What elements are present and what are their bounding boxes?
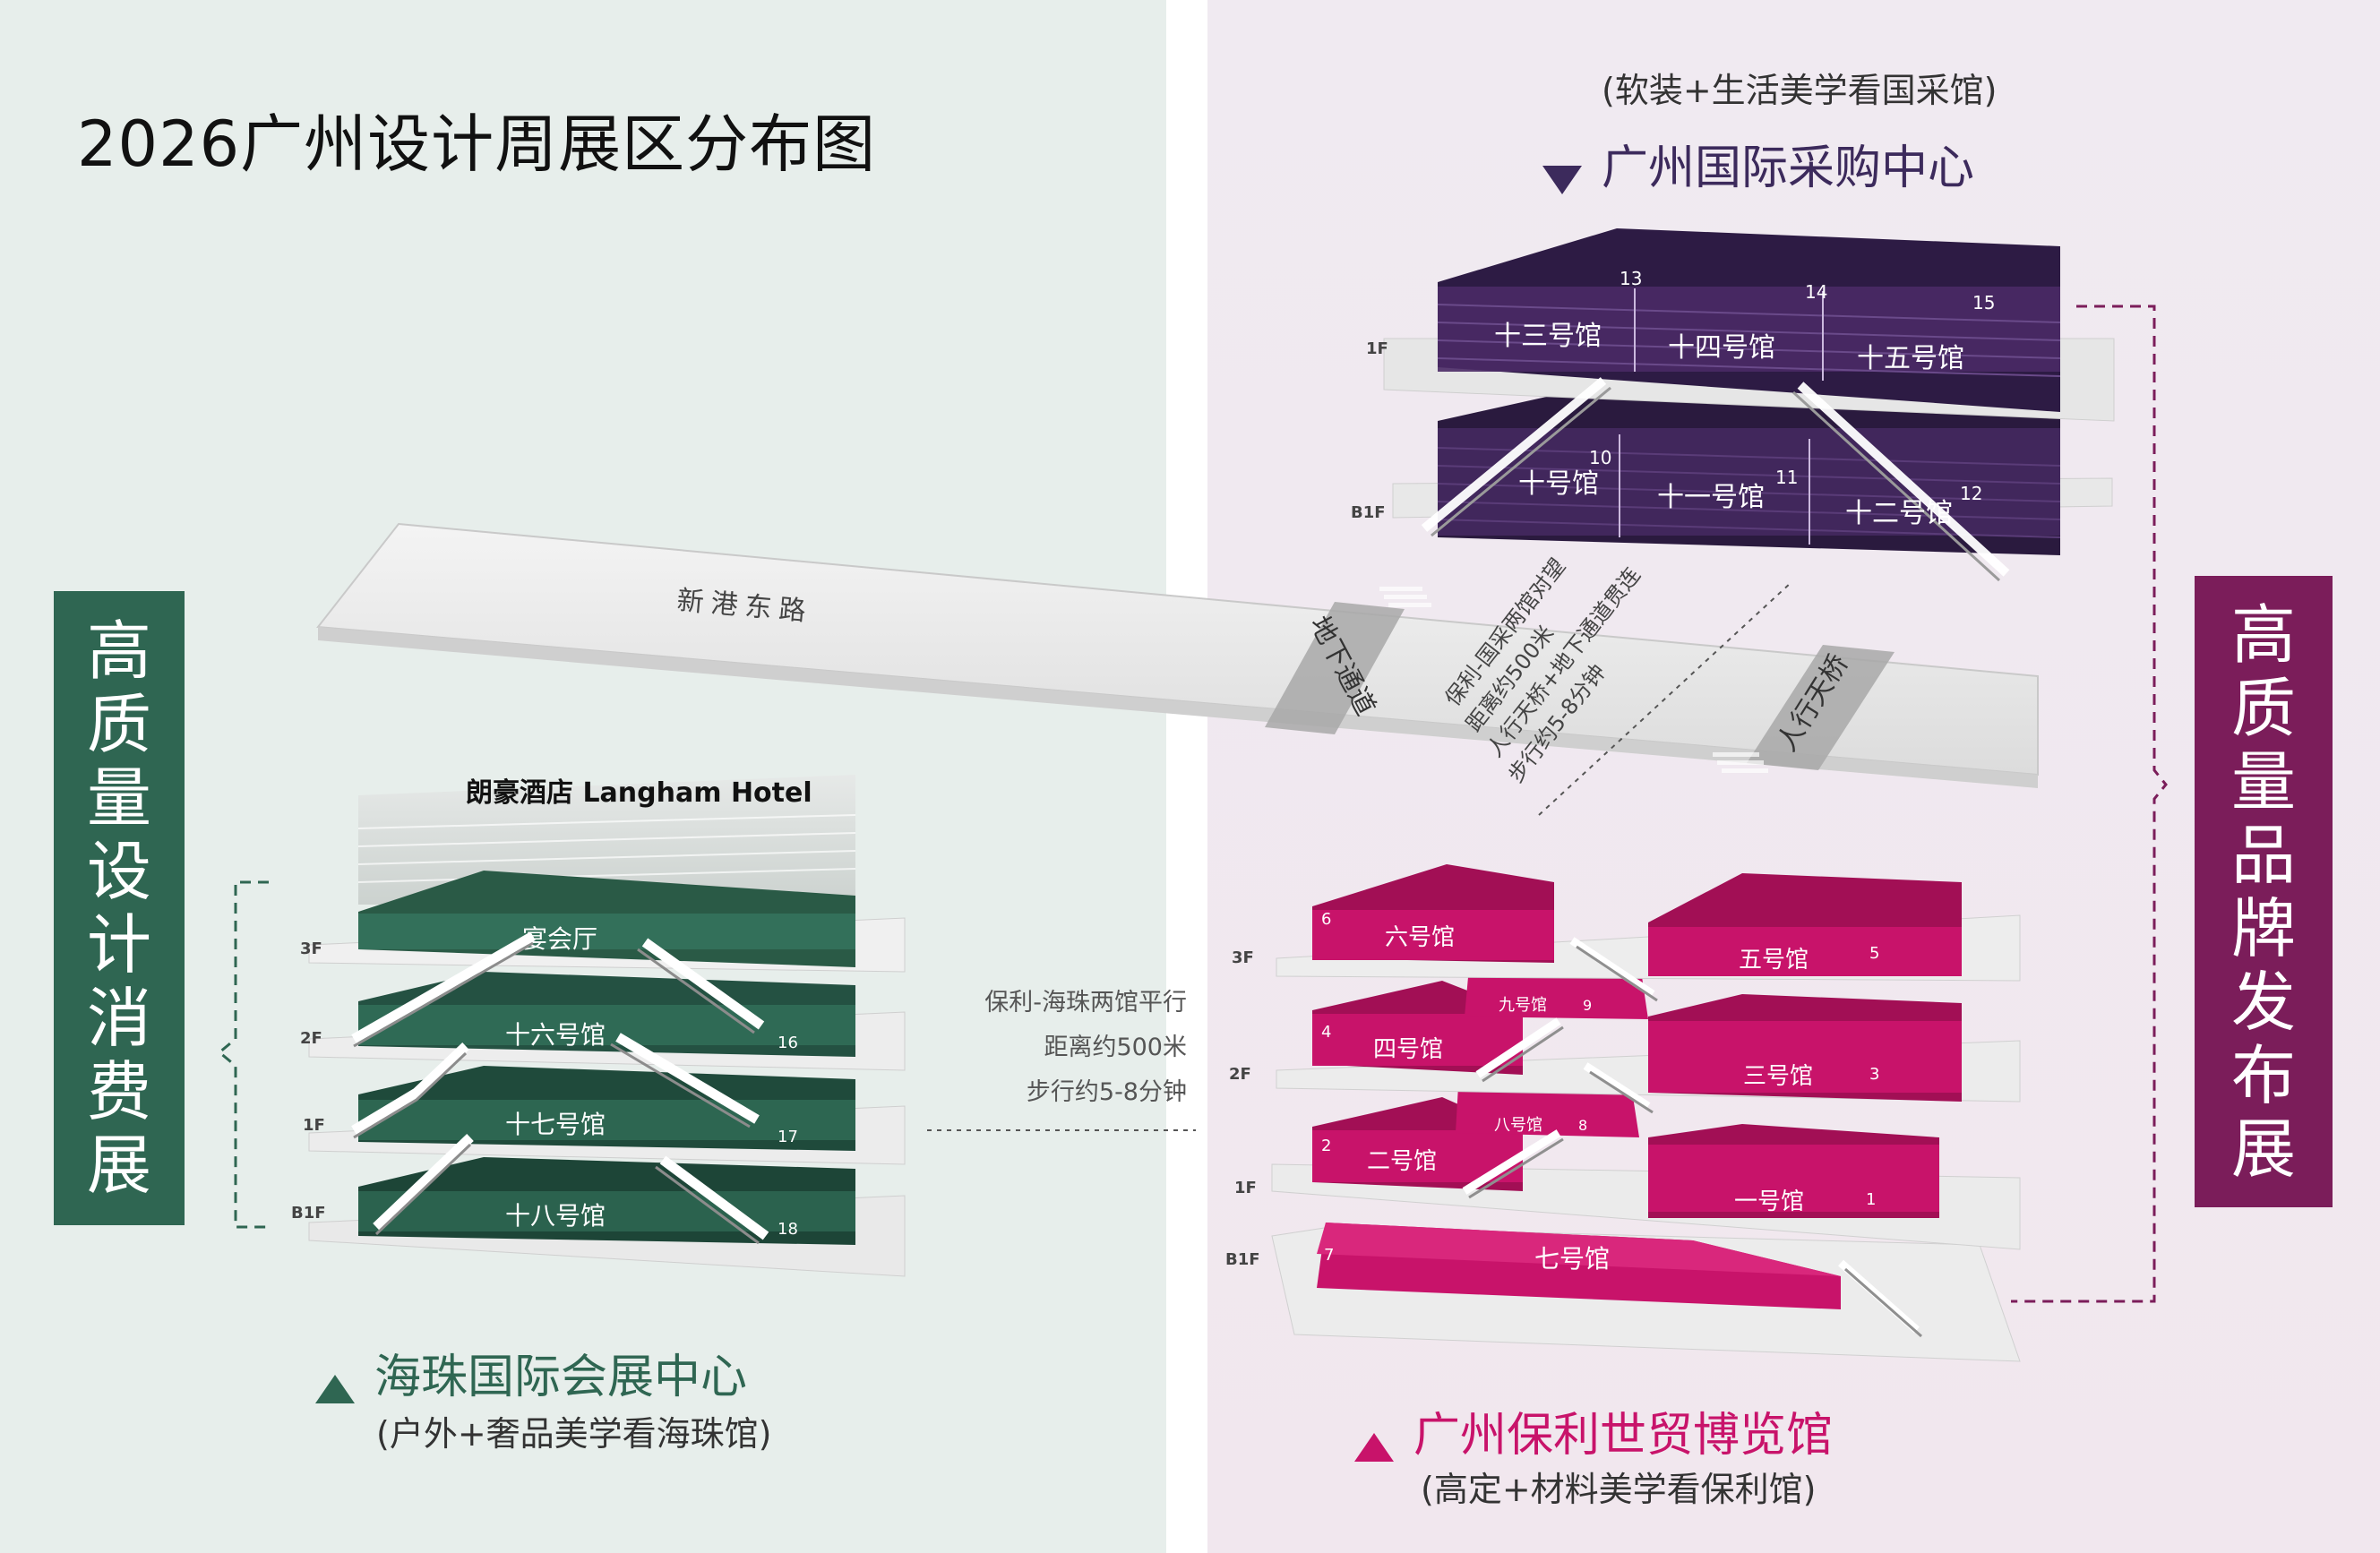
hall-9-label: 九号馆 [1499, 996, 1547, 1015]
right-banner: 高质量品牌发布展 [2195, 576, 2333, 1207]
note-poly-haizhu: 保利-海珠两馆平行 距离约500米 步行约5-8分钟 [984, 989, 1187, 1106]
venue-haizhu-sub: (户外+奢品美学看海珠馆) [376, 1414, 772, 1454]
hall-14-num: 14 [1805, 281, 1827, 303]
hall-3-num: 3 [1869, 1065, 1879, 1084]
hall-11-num: 11 [1775, 467, 1798, 488]
hall-12-num: 12 [1960, 483, 1982, 504]
left-banner: 高质量设计消费展 [54, 591, 185, 1225]
hall-16-label: 十六号馆 [505, 1020, 606, 1050]
hall-1-num: 1 [1866, 1190, 1876, 1209]
left-banner-char: 设 [86, 834, 151, 909]
hall-2-num: 2 [1321, 1137, 1331, 1155]
page-title: 2026广州设计周展区分布图 [77, 107, 877, 181]
venue-gicpc: 广州国际采购中心 [1542, 130, 1974, 197]
venue-poly: 广州保利世贸博览馆 [1354, 1397, 1833, 1464]
right-banner-char: 布 [2230, 1037, 2296, 1113]
poly-floor-b1f: B1F [1225, 1250, 1260, 1269]
hall-1-label: 一号馆 [1734, 1188, 1804, 1215]
venue-gicpc-sub: (软装+生活美学看国采馆) [1602, 71, 1998, 110]
right-banner-char: 质 [2230, 670, 2296, 746]
right-banner-char: 展 [2230, 1111, 2296, 1187]
haizhu-floor-2f: 2F [300, 1029, 322, 1048]
hall-2-label: 二号馆 [1367, 1148, 1437, 1175]
left-banner-char: 质 [86, 687, 151, 762]
triangle-down-icon [1542, 165, 1582, 194]
hall-6-num: 6 [1321, 910, 1331, 929]
hall-15-num: 15 [1972, 292, 1995, 313]
hall-8-label: 八号馆 [1494, 1116, 1542, 1135]
haizhu-floor-b1f: B1F [291, 1204, 326, 1223]
right-bracket [2011, 305, 2168, 1303]
left-banner-char: 量 [86, 760, 151, 836]
right-banner-char: 高 [2230, 596, 2296, 673]
underpass-tag: 地下通道 [1265, 587, 1431, 734]
triangle-up-icon [315, 1374, 355, 1403]
hall-17-num: 17 [778, 1128, 798, 1146]
venue-haizhu: 海珠国际会展中心 [315, 1339, 747, 1406]
poly-floor-1f: 1F [1234, 1179, 1257, 1197]
left-background [0, 0, 1166, 1553]
hall-10-num: 10 [1589, 447, 1611, 468]
hall-5-num: 5 [1869, 944, 1879, 963]
hall-18-label: 十八号馆 [505, 1201, 606, 1231]
hall-6-label: 六号馆 [1385, 924, 1455, 951]
left-banner-char: 费 [86, 1054, 151, 1129]
hall-5-label: 五号馆 [1739, 947, 1809, 974]
gicpc-building: 十三号馆 十四号馆 十五号馆 13 14 15 十号馆 十一号馆 十二号馆 10… [1351, 228, 2115, 582]
poly-building: 七号馆 7 二号馆 2 一号馆 1 八号馆 8 四号馆 4 三号馆 3 九号馆 … [1225, 864, 2021, 1362]
hall-16-num: 16 [778, 1034, 798, 1052]
hall-3-label: 三号馆 [1743, 1063, 1813, 1090]
hall-4-label: 四号馆 [1373, 1036, 1443, 1063]
venue-poly-sub: (高定+材料美学看保利馆) [1421, 1470, 1817, 1509]
poly-floor-3f: 3F [1232, 948, 1254, 967]
hotel-label: 朗豪酒店 Langham Hotel [466, 777, 812, 809]
haizhu-building: 朗豪酒店 Langham Hotel 宴会厅 十六号馆 16 十七号馆 17 十… [291, 775, 906, 1277]
road: 新港东路 地下通道 人行天桥 [316, 522, 2039, 788]
right-banner-char: 量 [2230, 743, 2296, 819]
hall-8-num: 8 [1578, 1117, 1587, 1134]
haizhu-floor-3f: 3F [300, 940, 322, 958]
gicpc-floor-b1f: B1F [1351, 503, 1386, 522]
hall-13-num: 13 [1620, 268, 1642, 289]
hall-4-num: 4 [1321, 1023, 1331, 1042]
left-bracket [217, 880, 269, 1229]
hall-7-num: 7 [1324, 1246, 1334, 1265]
left-banner-char: 展 [86, 1128, 151, 1203]
hall-13-label: 十三号馆 [1494, 321, 1602, 352]
right-banner-char: 品 [2230, 817, 2296, 893]
right-banner-char: 发 [2230, 964, 2296, 1040]
hall-10-label: 十号馆 [1518, 468, 1599, 500]
hall-17-label: 十七号馆 [505, 1110, 606, 1139]
gicpc-floor-1f: 1F [1366, 339, 1388, 358]
left-banner-char: 消 [86, 981, 151, 1056]
hall-14-label: 十四号馆 [1668, 332, 1775, 364]
hall-12-label: 十二号馆 [1845, 498, 1953, 529]
left-banner-char: 高 [86, 613, 151, 689]
hall-18-num: 18 [778, 1220, 798, 1239]
haizhu-floor-1f: 1F [303, 1116, 325, 1135]
poly-floor-2f: 2F [1229, 1065, 1251, 1084]
hall-15-label: 十五号馆 [1857, 343, 1964, 374]
triangle-up-icon [1354, 1432, 1394, 1462]
right-banner-char: 牌 [2230, 890, 2296, 966]
hall-7-label: 七号馆 [1534, 1244, 1610, 1274]
hall-11-label: 十一号馆 [1657, 482, 1765, 513]
hall-9-num: 9 [1583, 997, 1592, 1014]
left-banner-char: 计 [86, 907, 151, 982]
